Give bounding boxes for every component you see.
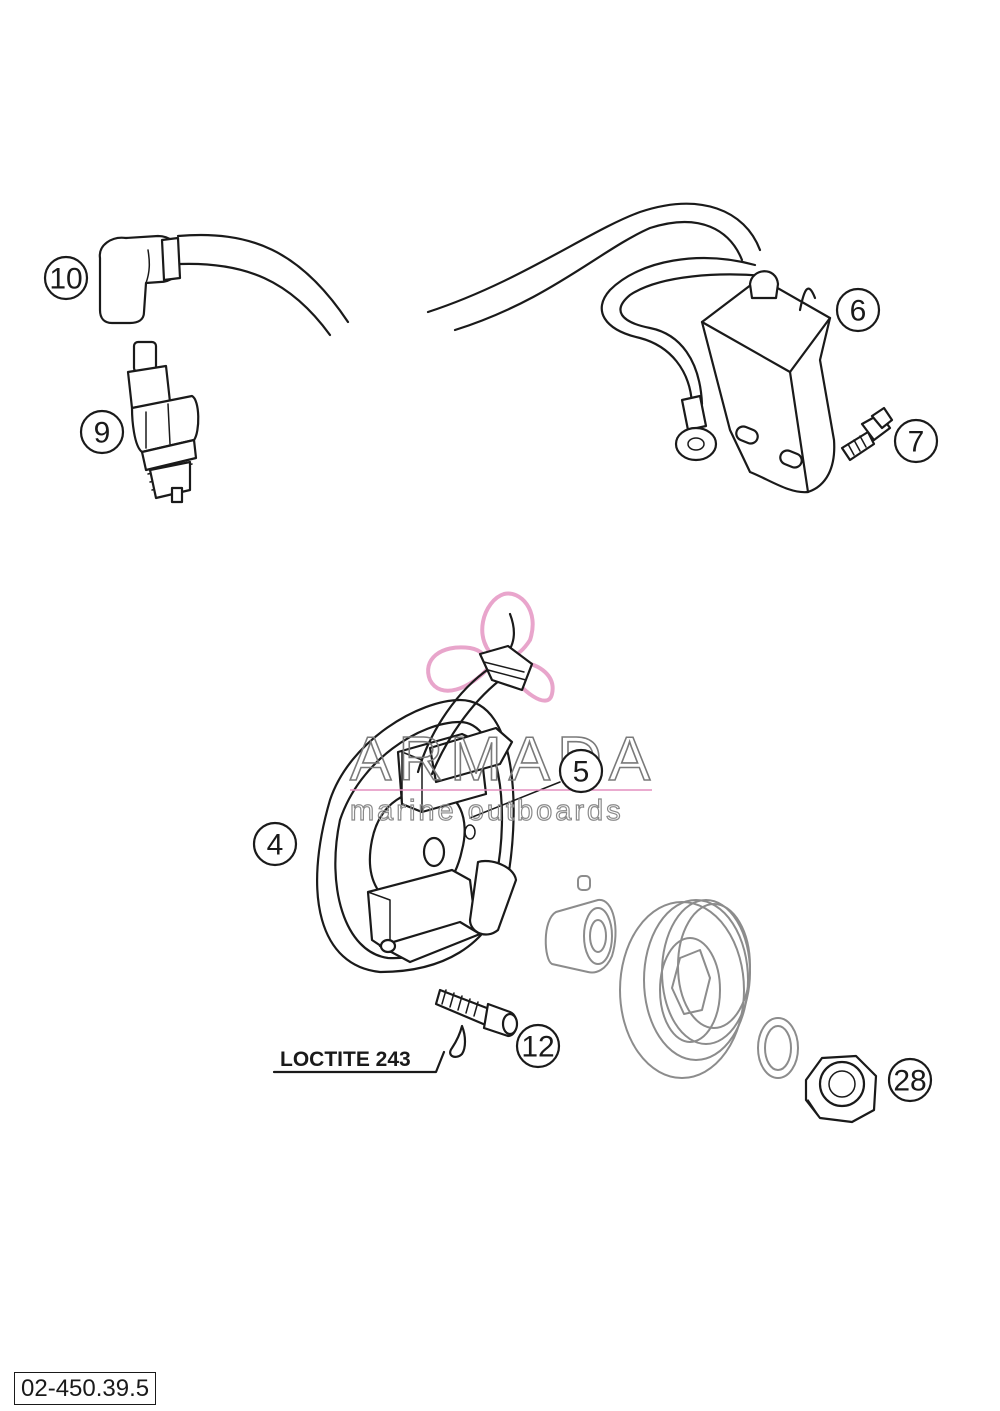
ht-lead-right [426, 202, 762, 314]
ht-lead-left [176, 233, 350, 324]
crank-nut [804, 1054, 878, 1124]
drawing-code: 02-450.39.5 [14, 1372, 157, 1405]
spark-plug [126, 340, 200, 504]
wire-grommet [478, 644, 534, 692]
circlip [757, 1017, 799, 1079]
callout-7-label: 7 [908, 426, 925, 459]
woodruff-key [577, 875, 591, 891]
spark-plug-cap [98, 234, 182, 325]
callout-5-label: 5 [573, 756, 590, 789]
loctite-label: LOCTITE 243 [280, 1048, 411, 1071]
loctite-drop-icon [449, 1024, 467, 1058]
stator-plate [316, 698, 518, 974]
armada-logo [426, 591, 555, 703]
stator-wires [416, 612, 515, 774]
loctite-leader [272, 1050, 446, 1074]
crank-sleeve [544, 899, 617, 974]
callout-28-label: 28 [893, 1065, 926, 1098]
callout-6: 6 [835, 287, 881, 333]
watermark-subtitle: marine outboards [350, 795, 624, 827]
coil-bolt [840, 406, 894, 462]
pulley-rotor [619, 899, 751, 1079]
callout-10: 10 [43, 255, 89, 301]
callout-9: 9 [79, 409, 125, 455]
stator-screw [434, 988, 519, 1038]
callout-12-label: 12 [521, 1031, 554, 1064]
ignition-coil [700, 270, 836, 494]
callout-4: 4 [252, 821, 298, 867]
callout-9-label: 9 [94, 417, 111, 450]
watermark-title: ARMADA [350, 725, 657, 794]
callout-7: 7 [893, 418, 939, 464]
callout-5: 5 [558, 748, 604, 794]
callout-12: 12 [515, 1023, 561, 1069]
callout-4-label: 4 [267, 829, 284, 862]
earth-lead [600, 257, 757, 406]
callout-28: 28 [887, 1057, 933, 1103]
callout-10-label: 10 [49, 263, 82, 296]
callout-6-label: 6 [850, 295, 867, 328]
